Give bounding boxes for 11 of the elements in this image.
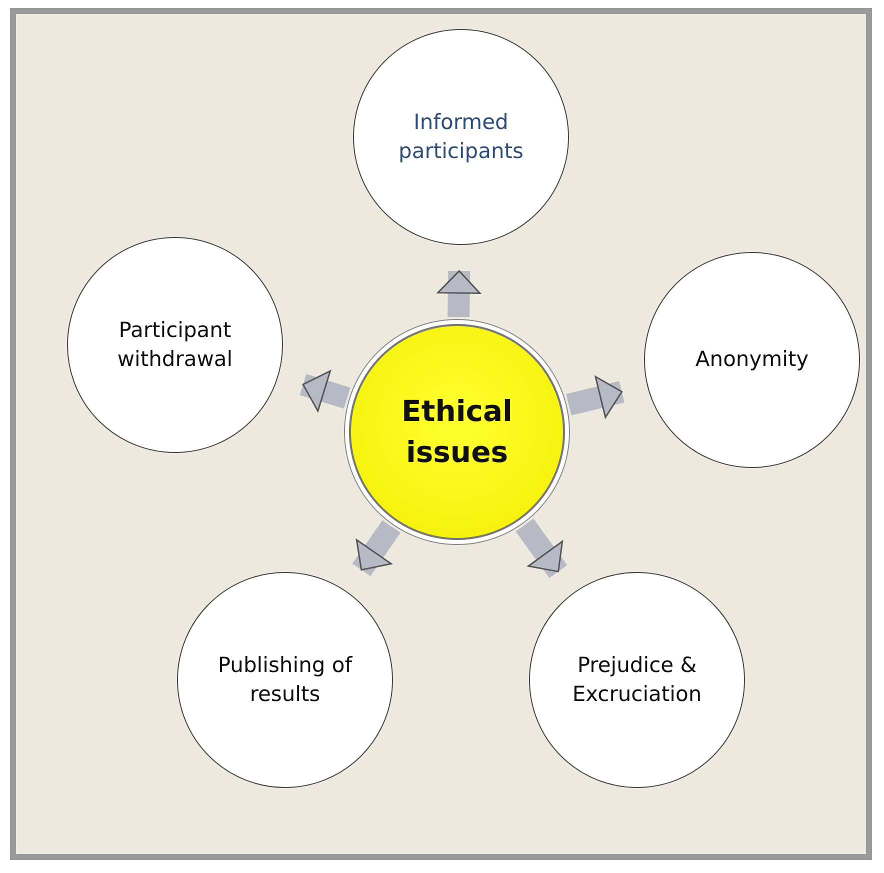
block-arrow <box>516 518 568 578</box>
block-arrow <box>566 376 624 418</box>
block-arrow <box>352 520 401 576</box>
circle-label: Participant withdrawal <box>116 316 234 373</box>
circle-label: Publishing of results <box>216 652 354 708</box>
block-arrow <box>437 270 481 318</box>
block-arrow <box>300 370 350 412</box>
circle-label: Informed participants <box>398 108 524 165</box>
circle-label: Anonymity <box>694 346 810 374</box>
circle-label: Ethical issues <box>400 393 514 471</box>
circle-label: Prejudice & Excruciation <box>571 652 703 708</box>
